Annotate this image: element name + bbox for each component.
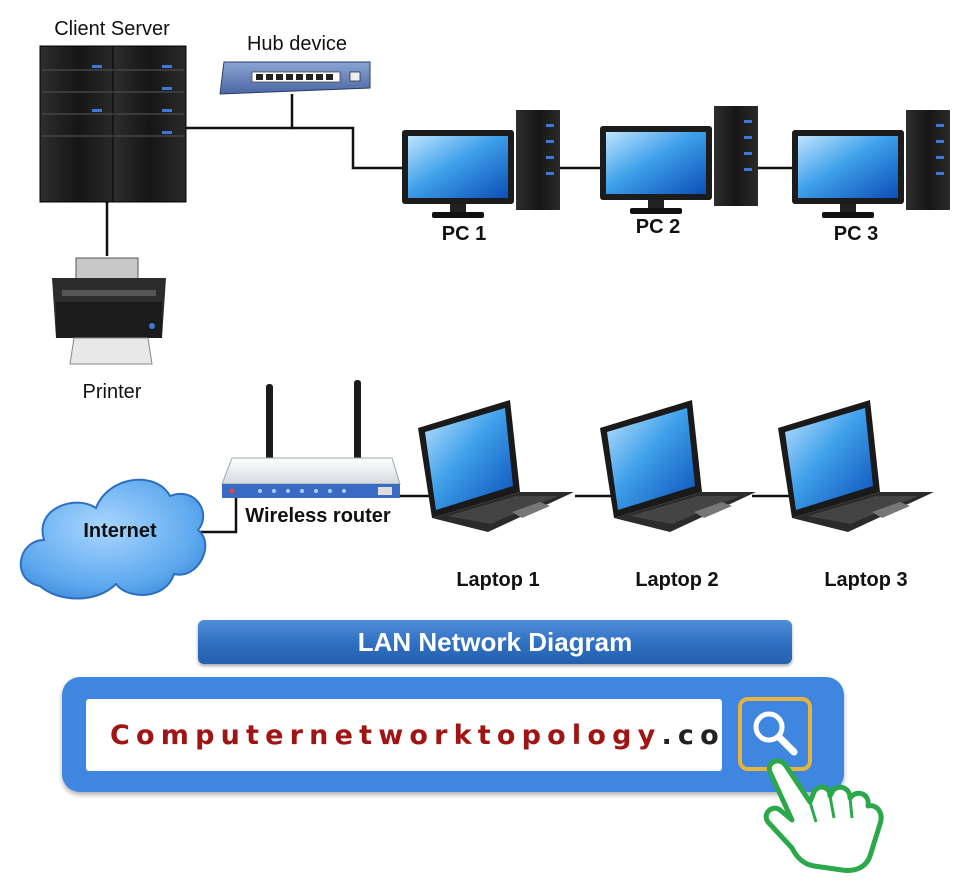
- laptop3-icon: [778, 400, 934, 532]
- label-laptop3: Laptop 3: [824, 569, 907, 591]
- url-text-tld: .com: [661, 719, 722, 751]
- label-internet: Internet: [83, 520, 157, 542]
- laptop1-icon: [418, 400, 574, 532]
- label-router: Wireless router: [245, 505, 391, 527]
- pc1-icon: [402, 110, 560, 218]
- label-client-server: Client Server: [54, 18, 170, 40]
- label-pc1: PC 1: [442, 223, 486, 245]
- label-laptop1: Laptop 1: [456, 569, 539, 591]
- laptop2-icon: [600, 400, 756, 532]
- link-internet-router: [200, 496, 238, 534]
- label-laptop2: Laptop 2: [635, 569, 718, 591]
- label-printer: Printer: [83, 381, 142, 403]
- pc2-icon: [600, 106, 758, 214]
- router-icon: [221, 380, 401, 498]
- label-hub: Hub device: [247, 33, 347, 55]
- diagram-title-banner: LAN Network Diagram: [198, 620, 792, 664]
- url-text-main: Computernetworktopology: [110, 719, 662, 751]
- magnifier-icon: [753, 711, 798, 756]
- link-hub-pc1: [292, 126, 402, 170]
- hub-icon: [219, 61, 371, 95]
- label-pc2: PC 2: [636, 216, 680, 238]
- server-icon: [39, 45, 187, 203]
- pc3-icon: [792, 110, 950, 218]
- network-diagram: Client Server Hub device Printer PC 1 PC…: [19, 18, 950, 600]
- cloud-icon: [19, 478, 207, 600]
- pointing-hand-icon: [763, 758, 884, 873]
- printer-icon: [52, 257, 166, 365]
- network-links: [105, 94, 792, 534]
- link-server-hub: [186, 94, 294, 130]
- label-pc3: PC 3: [834, 223, 878, 245]
- search-bar: Computernetworktopology.com: [62, 677, 844, 792]
- search-input[interactable]: Computernetworktopology.com: [86, 699, 722, 771]
